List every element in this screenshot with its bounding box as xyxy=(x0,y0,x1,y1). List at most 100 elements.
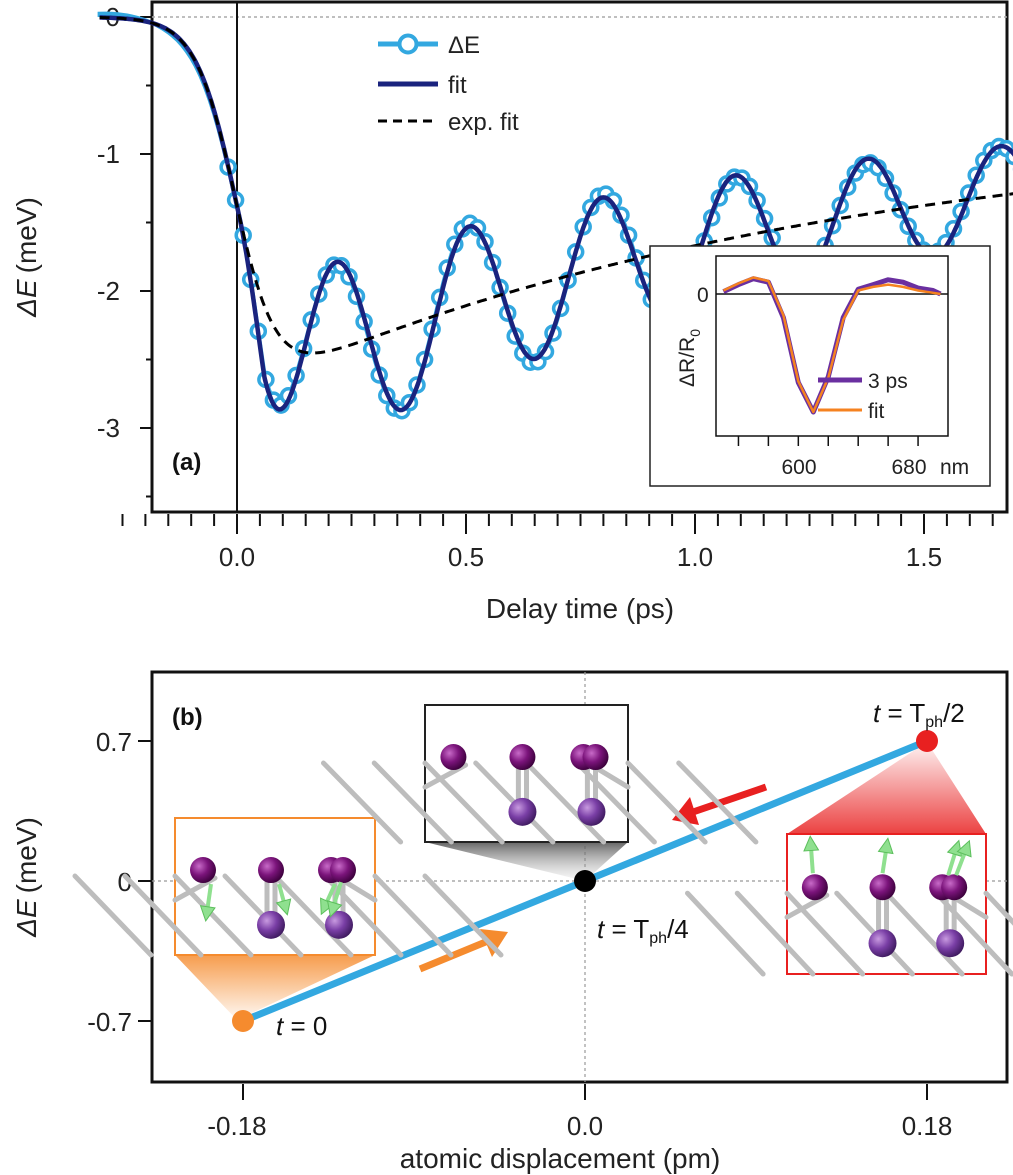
inset-ylabel-main: ΔR/R xyxy=(676,337,699,387)
bond xyxy=(272,873,354,958)
panel-b: 0.7 0 -0.7 -0.18 0.0 0.18 atomic displac… xyxy=(11,670,1013,1174)
panel-label-b: (b) xyxy=(172,704,203,731)
atom-bottom xyxy=(508,797,537,826)
x-tick-label-a: 1.0 xyxy=(677,542,713,572)
inset-ylabel-sub: 0 xyxy=(687,329,703,337)
callout-wedge-red xyxy=(787,742,986,834)
y-axis-title-a-unit: (meV) xyxy=(11,197,42,273)
y-axis-title-b-unit: (meV) xyxy=(11,817,42,893)
atom-top xyxy=(258,857,284,884)
bond xyxy=(122,873,204,958)
atom-top xyxy=(941,874,968,901)
displacement-arrowhead xyxy=(956,839,972,858)
x-tick-label-a: 0.0 xyxy=(219,542,255,572)
legend-label-fit: fit xyxy=(448,72,467,99)
atom-top xyxy=(440,744,467,771)
ticks-b xyxy=(138,740,928,1100)
atom-top xyxy=(869,874,896,901)
label-t0-t: t xyxy=(276,1011,285,1041)
structure-inset-orange xyxy=(72,817,504,958)
plot-frame-b xyxy=(150,670,1009,1084)
y-tick-label-a: -2 xyxy=(97,276,120,306)
arrow-orange-up xyxy=(418,929,508,973)
bond xyxy=(884,890,965,977)
displacement-arrowhead xyxy=(877,837,894,855)
arrow-orange-shaft xyxy=(418,937,490,973)
plot-frame-a xyxy=(150,0,1009,514)
inset-frame xyxy=(649,245,991,487)
x-tick-label-a: 0.5 xyxy=(448,542,484,572)
x-tick-label-b-0.0: 0.0 xyxy=(567,1111,603,1141)
legend-marker-deltaE xyxy=(397,33,419,55)
y-tick-label-b-0: 0 xyxy=(118,867,132,897)
label-tph2-t: t xyxy=(873,698,882,728)
y-axis-title-b-main: ΔE xyxy=(11,899,42,938)
displacement-arrowhead xyxy=(803,835,820,852)
inset-spectrum: 0 ΔR/R0 600 680 nm 3 ps fit xyxy=(649,245,991,487)
label-t0-rest: = 0 xyxy=(283,1011,327,1041)
inset-xunit: nm xyxy=(940,456,969,479)
bond xyxy=(372,873,454,958)
inset-xtick-600: 600 xyxy=(781,456,816,479)
y-axis-title-b: ΔE (meV) xyxy=(11,817,42,938)
y-axis-title-a-main: ΔE xyxy=(11,279,42,318)
y-tick-label-a: -1 xyxy=(97,139,120,169)
atom-bottom xyxy=(325,910,353,939)
label-t0: t = 0 xyxy=(276,1011,327,1041)
inset-legend-label-3ps: 3 ps xyxy=(868,370,908,393)
atom-top xyxy=(582,744,609,771)
callout-wedge-orange xyxy=(175,955,375,1020)
bond xyxy=(422,873,504,958)
x-axis-title-b: atomic displacement (pm) xyxy=(400,1143,721,1174)
bond xyxy=(676,760,759,845)
label-tph2-end: /2 xyxy=(943,698,965,728)
x-tick-label-a: 1.5 xyxy=(906,542,942,572)
atom-top xyxy=(330,857,356,884)
legend-a: ΔE fit exp. fit xyxy=(378,32,519,136)
bond xyxy=(524,760,607,845)
panel-a: 0-1-2-3 0.00.51.01.52.02.53.0 Delay time… xyxy=(11,0,1013,624)
label-tph2-rest: = T xyxy=(880,698,925,728)
x-tick-label-b-0.18: 0.18 xyxy=(902,1111,953,1141)
point-t0 xyxy=(232,1010,254,1032)
x-tick-label-b-neg0.18: -0.18 xyxy=(207,1111,266,1141)
inset-x-ticks xyxy=(737,436,919,446)
y-tick-label-a: -3 xyxy=(97,413,120,443)
atom-bottom xyxy=(577,797,606,826)
atom-top xyxy=(509,744,536,771)
bond xyxy=(734,890,816,977)
y-tick-label-b-neg0.7: -0.7 xyxy=(87,1007,132,1037)
inset-plot-box xyxy=(715,255,949,437)
inset-legend-label-fit: fit xyxy=(868,400,885,423)
atom-top xyxy=(190,857,216,884)
bond xyxy=(685,890,766,977)
displacement-arrowhead xyxy=(199,905,216,923)
arrow-orange-head xyxy=(480,929,508,957)
inset-y-tick-zero: 0 xyxy=(697,284,709,307)
structure-inset-gray xyxy=(321,704,759,845)
bond xyxy=(983,890,1013,926)
panel-label-a: (a) xyxy=(172,449,201,476)
label-tph4-end: /4 xyxy=(667,914,689,944)
bond xyxy=(321,760,404,845)
legend-label-expfit: exp. fit xyxy=(448,109,519,136)
inset-series-group xyxy=(722,276,942,415)
series-line-expfit xyxy=(99,16,1013,355)
atom-bottom xyxy=(868,929,897,958)
legend-label-deltaE: ΔE xyxy=(448,32,480,59)
x-ticks-a xyxy=(121,16,994,534)
x-axis-title-a: Delay time (ps) xyxy=(486,593,674,624)
displacement-arrowhead xyxy=(326,900,343,918)
atom-top xyxy=(801,874,828,901)
label-tph2: t = Tph/2 xyxy=(873,698,965,731)
series-line-fit xyxy=(99,15,1013,413)
point-tph2 xyxy=(916,730,938,752)
bond xyxy=(371,760,454,845)
label-tph4-t: t xyxy=(597,914,606,944)
y-tick-labels-a: 0-1-2-3 xyxy=(97,2,120,443)
displacement-arrowhead xyxy=(275,898,292,916)
structure-inset-red xyxy=(685,833,1013,977)
bond xyxy=(933,890,1013,977)
point-tph4 xyxy=(574,870,596,892)
